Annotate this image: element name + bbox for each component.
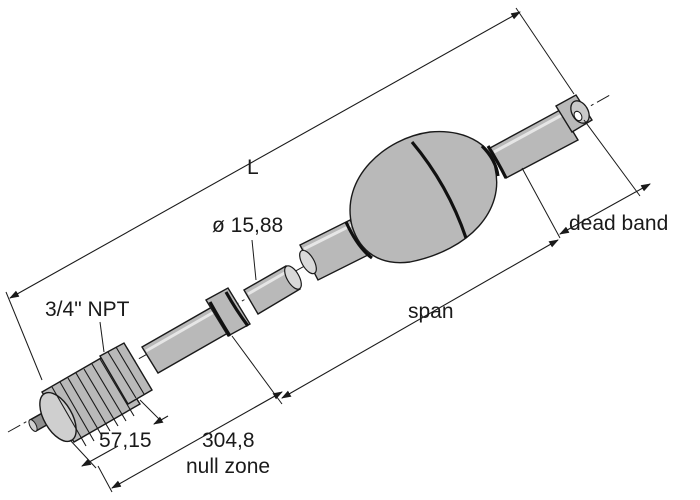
span-label: span	[408, 300, 454, 323]
null-zone-label: null zone	[186, 455, 270, 478]
npt-fitting	[39, 342, 153, 447]
dimension-dead-band	[521, 119, 651, 239]
thread-leader	[99, 321, 105, 353]
thread-label: 3/4" NPT	[45, 298, 130, 321]
dead-band-label: dead band	[569, 212, 668, 235]
overall-length-label: L	[247, 156, 259, 179]
dimension-null-zone	[97, 391, 283, 493]
end-cap	[555, 94, 593, 133]
dimension-L	[5, 7, 575, 381]
float	[344, 130, 500, 264]
diameter-leader	[251, 239, 257, 281]
probe-tube	[243, 265, 302, 315]
dimension-span	[231, 239, 559, 405]
fitting-length-label: 57,15	[99, 429, 152, 452]
null-zone-value-label: 304,8	[202, 429, 255, 452]
lower-stem	[141, 306, 229, 374]
diameter-label: ø 15,88	[212, 214, 283, 237]
